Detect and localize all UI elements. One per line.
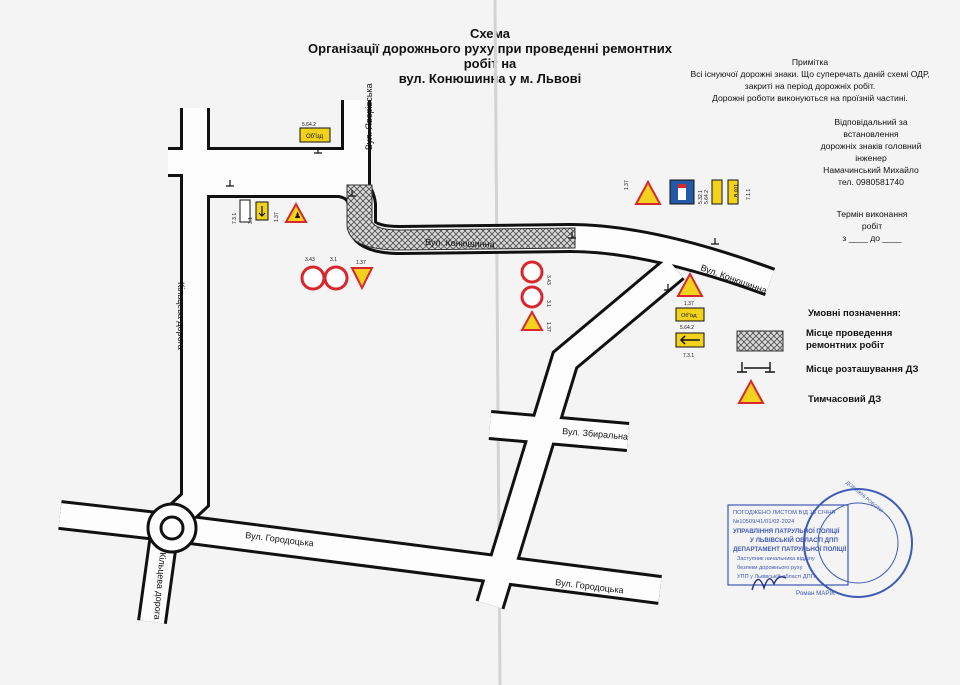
stamp-line7: безпеки дорожнього руху: [737, 565, 803, 571]
stamp-line6: Заступник начальника відділу: [737, 556, 815, 562]
label-ring-road-1: Кільцева дорога: [176, 282, 186, 350]
stamp-line5: ДЕПАРТАМЕНТ ПАТРУЛЬНОЇ ПОЛІЦІЇ: [733, 546, 847, 553]
responsible-line4: інженер: [855, 153, 887, 163]
warning-triangle-icon: [350, 267, 374, 291]
note-line3: Дорожні роботи виконуються на проїзній ч…: [712, 93, 908, 103]
responsible-line6: тел. 0980581740: [838, 177, 904, 187]
sign-cluster-mid: 3.43 3.1 1.37: [300, 257, 374, 291]
sign-code-f: 3.1: [330, 257, 337, 263]
title-line1: Схема: [469, 26, 511, 41]
sign-cluster-left: ♟ 7.3.1 3.1 1.37: [232, 199, 308, 224]
warning-triangle-icon: [676, 271, 704, 297]
sign-code-m: 5.64.2: [704, 190, 710, 204]
sign-code-k: 1.37: [624, 180, 630, 190]
sign-posts: [226, 147, 719, 291]
prohibition-icon: [520, 285, 544, 309]
note-heading: Примітка: [791, 57, 829, 67]
responsible-line5: Намачинський Михайло: [823, 165, 919, 175]
sign-code-l: 5.32.1: [698, 190, 704, 204]
prohibition-icon: [323, 265, 349, 291]
sign-detour-text: Об'їзд: [306, 134, 324, 140]
roundabout-island: [159, 515, 185, 541]
legend-label-temporary-sign: Тимчасовий ДЗ: [808, 394, 882, 405]
stamp-line3: УПРАВЛІННЯ ПАТРУЛЬНОЇ ПОЛІЦІЇ: [733, 528, 840, 535]
legend-label-work-area-1: Місце проведення: [806, 328, 893, 339]
deadline-line3: з ____ до ____: [842, 233, 902, 243]
sign-code-d: 1.37: [274, 212, 280, 222]
sign-code-n: 7.1.1: [746, 189, 752, 200]
sign-code-j: 1.37: [545, 322, 551, 332]
warning-triangle-icon: [634, 179, 662, 205]
no-entry-icon: [520, 260, 544, 284]
sign-cluster-right: 3.43 3.1 1.37: [520, 260, 551, 332]
sign-code-q: 7.3.1: [683, 353, 694, 359]
stamp-line4: У ЛЬВІВСЬКІЙ ОБЛАСТІ ДПП: [750, 536, 839, 544]
responsible-line3: дорожніх знаків головний: [820, 141, 922, 151]
sign-code-g: 1.37: [356, 260, 366, 266]
arrow-left-icon: [679, 335, 700, 345]
sign-code-b: 7.3.1: [232, 213, 238, 224]
deadline-block: Термін виконання робіт з ____ до ____: [800, 208, 944, 244]
sign-cluster-top: Об'їзд 5.64.2: [299, 122, 331, 143]
note-line2: закриті на період дорожніх робіт.: [744, 81, 876, 91]
sign-distance-text: 100 м: [732, 184, 738, 198]
warning-triangle-icon: [737, 378, 765, 404]
scheme-title: Схема Організації дорожнього руху при пр…: [300, 26, 680, 86]
worker-icon: ♟: [294, 211, 301, 220]
stamp-ring-text: ДОРОЖНІ РОБОТИ: [844, 480, 884, 515]
stamp-line1: ПОГОДЖЕНО ЛИСТОМ ВІД 15 СІЧНЯ: [733, 510, 836, 516]
warning-triangle-icon: [520, 309, 544, 331]
title-line3: вул. Конюшинна у м. Львові: [398, 71, 582, 86]
sign-cluster-diagonal: 1.37 Об'їзд 5.64.2 7.3.1: [675, 271, 705, 359]
sign-post-icon: [664, 284, 672, 291]
sign-post-icon: [348, 190, 356, 197]
sign-code-c: 3.1: [248, 217, 254, 224]
responsible-line1: Відповідальний за: [834, 117, 908, 127]
arrow-down-icon: [258, 206, 266, 217]
stamp-line2: №10509/41/01/02-2024: [733, 519, 795, 525]
sign-cluster-far-right: 100 м 1.37 5.32.1 5.64.2 7.1.1: [624, 179, 752, 205]
sign-detour-text-2: Об'їзд: [681, 313, 697, 319]
sign-code-e: 3.43: [305, 257, 315, 263]
responsible-line2: встановлення: [843, 129, 899, 139]
sign-post-icon: [737, 362, 775, 373]
note-block: Примітка Всі існуючої дорожні знаки. Що …: [672, 56, 948, 104]
sign-post-icon: [711, 238, 719, 245]
crosshatch-area-icon: [736, 330, 784, 352]
legend-item-work-area: Місце проведення ремонтних робіт: [806, 328, 892, 352]
responsible-block: Відповідальний за встановлення дорожніх …: [786, 116, 956, 188]
deadline-line2: робіт: [861, 221, 883, 231]
warning-triangle-icon: [284, 201, 308, 223]
no-entry-icon: [300, 265, 326, 291]
sign-code-a: 5.64.2: [302, 122, 316, 128]
sign-code-o: 1.37: [684, 301, 694, 307]
stamp-line8: УПП у Львівській області ДПП: [737, 573, 815, 580]
sign-post-icon: [314, 147, 322, 154]
sign-post-icon: [226, 180, 234, 187]
legend-label-work-area-2: ремонтних робіт: [806, 340, 885, 351]
sign-code-p: 5.64.2: [680, 325, 694, 331]
sign-post-icon: [568, 232, 576, 239]
legend-heading: Умовні позначення:: [808, 308, 901, 319]
legend-icons: [736, 330, 784, 404]
road-network: [58, 100, 776, 625]
legend-label-sign-location: Місце розташування ДЗ: [806, 364, 919, 375]
approval-stamp: ПОГОДЖЕНО ЛИСТОМ ВІД 15 СІЧНЯ №10509/41/…: [727, 480, 913, 598]
note-line1: Всі існуючої дорожні знаки. Що суперечат…: [690, 69, 930, 79]
title-line2: Організації дорожнього руху при проведен…: [308, 41, 672, 71]
deadline-line1: Термін виконання: [836, 209, 908, 219]
label-yavorivska: Вул. Яворівська: [364, 83, 374, 150]
sign-code-i: 3.1: [545, 300, 551, 307]
sign-code-h: 3.43: [545, 275, 551, 285]
stamp-line9: Роман МАРІК: [796, 590, 835, 597]
label-konyushynna-1: Вул. Конюшинна: [425, 237, 495, 249]
signature: [751, 576, 787, 591]
